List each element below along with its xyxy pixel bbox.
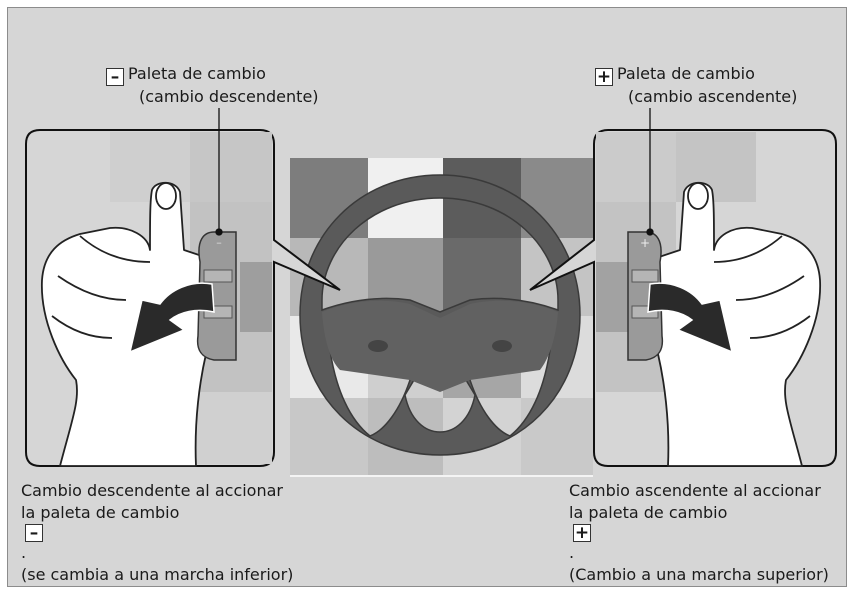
downshift-label-line2: (cambio descendente) [139,87,319,106]
upshift-paddle-label: +Paleta de cambio (cambio ascendente) [595,63,797,108]
upshift-caption-line3: (Cambio a una marcha superior) [569,565,829,584]
plus-key-inline-icon: + [573,523,591,543]
upshift-caption-line1: Cambio ascendente al accionar [569,481,821,500]
downshift-caption-period: . [21,543,27,562]
plus-key-icon: + [595,67,613,87]
downshift-caption-line1: Cambio descendente al accionar [21,481,283,500]
downshift-caption: Cambio descendente al accionar la paleta… [21,480,293,586]
minus-key-inline-icon: – [25,524,43,542]
steering-wheel-icon [299,174,581,456]
downshift-paddle-label: –Paleta de cambio (cambio descendente) [106,63,319,108]
downshift-label-line1: Paleta de cambio [128,64,266,83]
upshift-caption-period: . [569,543,575,562]
upshift-label-line1: Paleta de cambio [617,64,755,83]
upshift-caption: Cambio ascendente al accionar la paleta … [569,480,829,586]
right-paddle-icon: + [627,231,664,361]
minus-key-icon: – [106,68,124,86]
svg-text:–: – [216,236,222,249]
leader-lines [215,108,654,236]
downshift-caption-line3: (se cambia a una marcha inferior) [21,565,294,584]
svg-text:+: + [640,236,650,250]
downshift-caption-line2: la paleta de cambio [21,503,180,522]
downshift-arrow-icon [128,282,215,354]
upshift-arrow-icon [647,282,734,354]
upshift-caption-line2: la paleta de cambio [569,503,728,522]
upshift-label-line2: (cambio ascendente) [628,87,798,106]
